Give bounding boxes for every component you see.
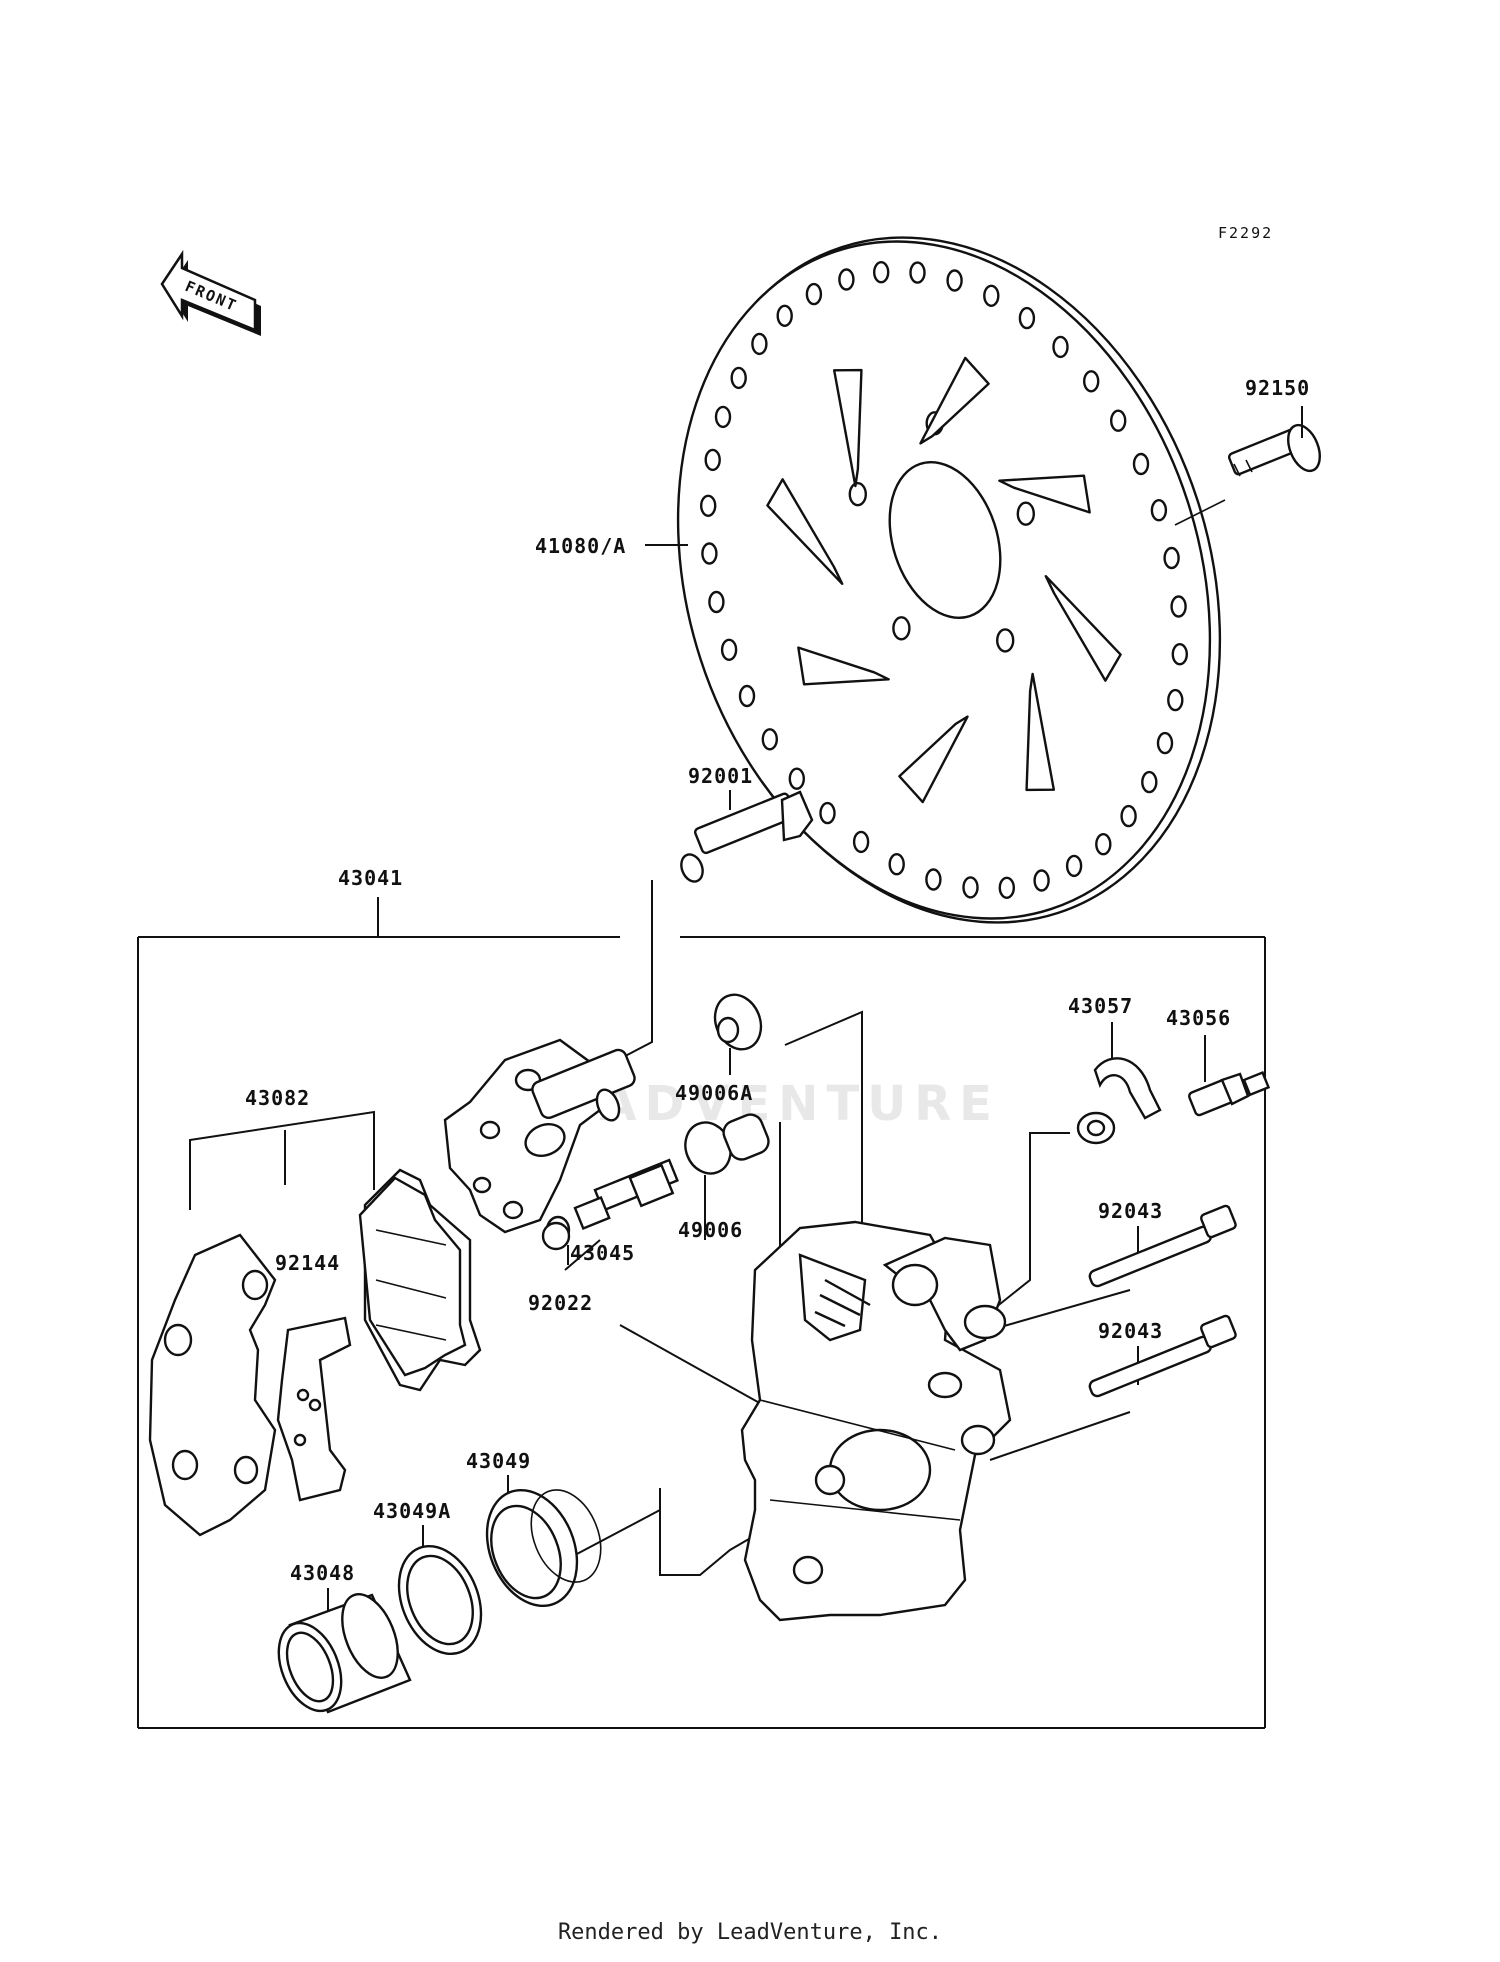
label-92150: 92150 <box>1245 376 1310 400</box>
disc-hole <box>998 876 1015 899</box>
disc-hole <box>805 282 823 306</box>
disc-bolt <box>1228 423 1321 477</box>
disc-slot <box>797 646 890 686</box>
disc-slot <box>1025 672 1056 792</box>
disc-hole <box>819 801 836 825</box>
disc-hole <box>1095 833 1112 856</box>
dust-seal <box>397 1544 483 1656</box>
hub-bolt-hole <box>996 628 1015 653</box>
disc-hole <box>983 284 1000 307</box>
front-arrow-icon: FRONT <box>160 249 261 336</box>
disc-hole <box>1163 546 1180 570</box>
label-92022: 92022 <box>528 1291 593 1315</box>
label-43045: 43045 <box>570 1241 635 1265</box>
slide-pin-and-boots <box>541 993 770 1251</box>
disc-hole <box>962 876 979 899</box>
disc-slot <box>832 368 863 488</box>
label-41080A: 41080/A <box>535 534 626 558</box>
disc-hole <box>751 332 768 356</box>
disc-hole <box>873 261 890 284</box>
disc-slot <box>998 474 1091 514</box>
label-43082: 43082 <box>245 1086 310 1110</box>
disc-hole <box>704 448 721 472</box>
disc-hole <box>1141 770 1158 794</box>
caliper-bracket <box>443 1038 636 1234</box>
bleeder-cap <box>1076 1057 1162 1145</box>
label-43056: 43056 <box>1166 1006 1231 1030</box>
disc-slot <box>766 478 844 586</box>
disc-hole <box>1018 306 1036 330</box>
label-43041: 43041 <box>338 866 403 890</box>
piston <box>277 1593 412 1714</box>
label-43049A: 43049A <box>373 1499 451 1523</box>
label-92043-upper: 92043 <box>1098 1199 1163 1223</box>
disc-hole <box>738 684 756 708</box>
disc-hole <box>1120 804 1137 828</box>
label-92043-lower: 92043 <box>1098 1319 1163 1343</box>
disc-hole <box>714 405 732 429</box>
disc-slot <box>1044 574 1122 682</box>
disc-slot <box>919 356 990 445</box>
piston-seal <box>485 1488 602 1608</box>
disc-hole <box>776 304 793 327</box>
disc-hole <box>1033 869 1050 892</box>
bracket-bolt <box>680 790 814 883</box>
label-92144: 92144 <box>275 1251 340 1275</box>
pad-spring <box>276 1316 352 1502</box>
footer-credit: Rendered by LeadVenture, Inc. <box>557 1920 943 1945</box>
brake-disc <box>676 236 1222 924</box>
disc-hole <box>1167 688 1184 712</box>
figure-code: F2292 <box>1218 224 1273 242</box>
bleeder-valve <box>1188 1070 1271 1117</box>
label-43048: 43048 <box>290 1561 355 1585</box>
disc-hole <box>1132 452 1150 476</box>
disc-hole <box>946 269 963 292</box>
disc-hole <box>1171 643 1189 666</box>
disc-hole <box>888 853 905 876</box>
part-labels: 92150 41080/A 92001 43041 43057 43056 43… <box>245 376 1310 1585</box>
disc-hole <box>925 868 942 891</box>
disc-hole <box>1150 499 1168 522</box>
disc-hole <box>1052 335 1069 359</box>
caliper-pin-upper <box>1088 1204 1237 1288</box>
caliper-body <box>740 1220 1012 1622</box>
disc-hole <box>700 494 717 517</box>
disc-hole <box>720 638 738 661</box>
label-49006: 49006 <box>678 1218 743 1242</box>
disc-hole <box>1170 595 1187 618</box>
hub-bolt-hole <box>1016 501 1036 526</box>
brake-pads <box>148 1168 482 1537</box>
disc-hole <box>909 261 926 284</box>
disc-hole <box>708 590 725 614</box>
hub-bolt-hole <box>848 482 867 507</box>
disc-hole <box>1109 409 1127 432</box>
disc-hole <box>730 366 747 390</box>
disc-hole <box>701 542 718 565</box>
disc-hole <box>1082 370 1100 393</box>
label-43057: 43057 <box>1068 994 1133 1018</box>
disc-hole <box>838 268 855 291</box>
disc-hole <box>788 767 805 790</box>
hub-bolt-hole <box>892 616 911 641</box>
label-92001: 92001 <box>688 764 753 788</box>
disc-hole <box>761 728 778 751</box>
label-49006A: 49006A <box>675 1081 753 1105</box>
disc-hole <box>852 830 870 854</box>
disc-hole <box>1156 731 1174 755</box>
label-43049: 43049 <box>466 1449 531 1473</box>
disc-hole <box>1065 854 1083 878</box>
caliper-pin-lower <box>1088 1314 1237 1398</box>
disc-slot <box>898 715 969 804</box>
